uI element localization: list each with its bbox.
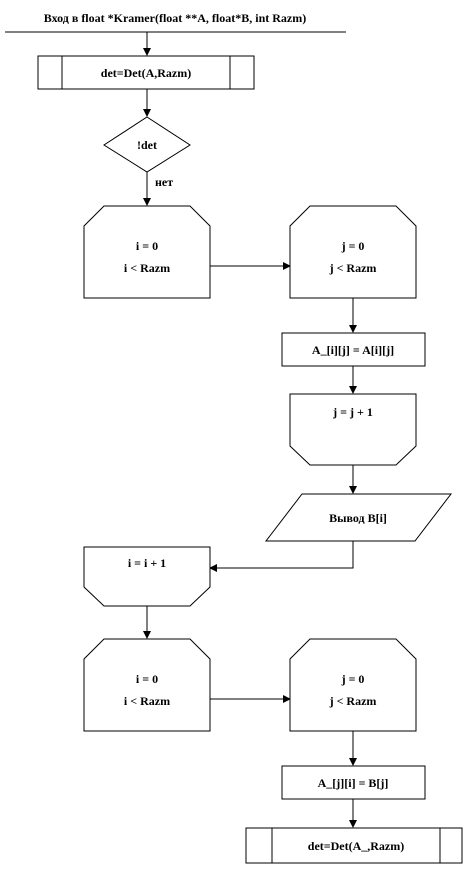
loop3-init: i = 0	[136, 672, 158, 686]
loop2-end-label: j = j + 1	[332, 405, 373, 419]
loop1-cond: i < Razm	[124, 261, 170, 275]
loop1-end-label: i = i + 1	[128, 556, 166, 570]
output-label: Вывод B[i]	[329, 511, 387, 525]
assign1-label: A_[i][j] = A[i][j]	[312, 343, 394, 357]
loop2-init: j = 0	[341, 239, 365, 253]
connector-output-to-loop1end	[209, 541, 354, 572]
loop1-init: i = 0	[136, 239, 158, 253]
loop1-start: i = 0 i < Razm	[83, 205, 211, 299]
det-call-block: det=Det(A,Razm)	[37, 55, 255, 90]
loop4-cond: j < Razm	[329, 694, 377, 708]
loop2-end: j = j + 1	[289, 393, 417, 466]
assign1-block: A_[i][j] = A[i][j]	[281, 332, 426, 367]
det-call2-block: det=Det(A_,Razm)	[245, 827, 463, 864]
loop4-start: j = 0 j < Razm	[289, 638, 417, 732]
det-call-label: det=Det(A,Razm)	[101, 66, 191, 80]
condition-label: !det	[137, 138, 157, 152]
output-block: Вывод B[i]	[264, 493, 453, 542]
loop2-start: j = 0 j < Razm	[289, 205, 417, 299]
assign2-label: A_[j][i] = B[j]	[318, 776, 389, 790]
entry-header: Вход в float *Kramer(float **A, float*B,…	[5, 11, 346, 33]
loop1-end: i = i + 1	[83, 546, 211, 607]
loop2-cond: j < Razm	[329, 261, 377, 275]
entry-title: Вход в float *Kramer(float **A, float*B,…	[44, 11, 307, 25]
loop3-start: i = 0 i < Razm	[83, 638, 211, 732]
assign2-block: A_[j][i] = B[j]	[281, 765, 426, 800]
det-call2-label: det=Det(A_,Razm)	[308, 839, 404, 853]
loop3-cond: i < Razm	[124, 694, 170, 708]
condition-decision: !det	[103, 116, 191, 173]
loop4-init: j = 0	[341, 672, 365, 686]
condition-no-label: нет	[155, 175, 173, 189]
